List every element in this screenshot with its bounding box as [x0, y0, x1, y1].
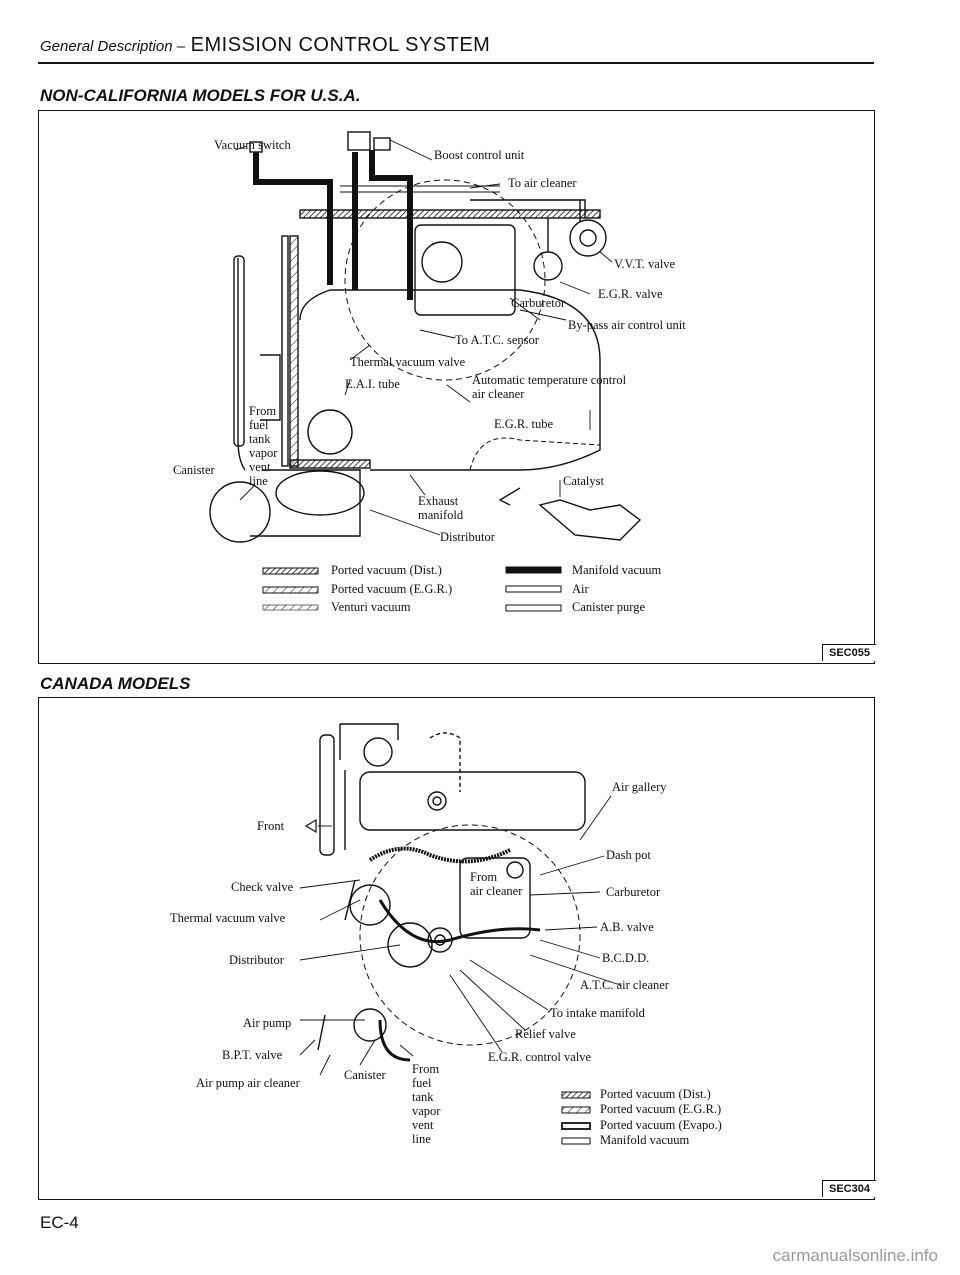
- label-vvt-valve: V.V.T. valve: [614, 257, 676, 271]
- legend2-item: Manifold vacuum: [600, 1133, 690, 1147]
- page-number: EC-4: [40, 1213, 79, 1232]
- label-air-pump: Air pump: [243, 1016, 292, 1030]
- watermark: carmanualsonline.info: [772, 1246, 938, 1265]
- legend1-item: Air: [572, 582, 589, 596]
- label-thermal-vacuum-valve-2: Thermal vacuum valve: [170, 911, 286, 925]
- label-egr-valve: E.G.R. valve: [598, 287, 663, 301]
- label-bcdd: B.C.D.D.: [602, 951, 650, 965]
- label-automatic-temp-control: Automatic temperature control: [472, 373, 627, 387]
- label-air-gallery: Air gallery: [612, 780, 667, 794]
- label-catalyst: Catalyst: [563, 474, 604, 488]
- page-header: General Description – EMISSION CONTROL S…: [40, 34, 490, 57]
- label-relief-valve: Relief valve: [515, 1027, 576, 1041]
- label-carburetor-2: Carburetor: [606, 885, 661, 899]
- diagram1-heading: NON-CALIFORNIA MODELS FOR U.S.A.: [40, 86, 361, 105]
- diagram1-panel: [38, 110, 875, 664]
- label-to-air-cleaner: To air cleaner: [508, 176, 577, 190]
- legend2-item: Ported vacuum (E.G.R.): [600, 1102, 722, 1116]
- label-check-valve: Check valve: [231, 880, 294, 894]
- label-dash-pot: Dash pot: [606, 848, 651, 862]
- label-ab-valve: A.B. valve: [600, 920, 654, 934]
- label-to-intake-manifold: To intake manifold: [550, 1006, 645, 1020]
- diagram2-code: SEC304: [822, 1180, 876, 1197]
- label-egr-control-valve: E.G.R. control valve: [488, 1050, 592, 1064]
- legend1-item: Venturi vacuum: [331, 600, 411, 614]
- label-distributor: Distributor: [440, 530, 495, 544]
- legend1-item: Ported vacuum (E.G.R.): [331, 582, 453, 596]
- label-thermal-vacuum-valve: Thermal vacuum valve: [350, 355, 466, 369]
- legend1-item: Canister purge: [572, 600, 646, 614]
- label-vacuum-switch: Vacuum switch: [214, 138, 291, 152]
- legend1-item: Manifold vacuum: [572, 563, 662, 577]
- label-bypass-air-control-unit: By-pass air control unit: [568, 318, 686, 332]
- diagram2-panel: [38, 697, 875, 1200]
- label-carburetor: Carburetor: [511, 296, 566, 310]
- legend1-item: Ported vacuum (Dist.): [331, 563, 442, 577]
- label-distributor-2: Distributor: [229, 953, 284, 967]
- header-rule: [38, 62, 874, 64]
- label-air-pump-air-cleaner: Air pump air cleaner: [196, 1076, 300, 1090]
- label-egr-tube: E.G.R. tube: [494, 417, 554, 431]
- label-canister: Canister: [173, 463, 215, 477]
- label-atc-air-cleaner: A.T.C. air cleaner: [580, 978, 669, 992]
- diagram1-code: SEC055: [822, 644, 876, 661]
- label-to-atc-sensor: To A.T.C. sensor: [455, 333, 539, 347]
- label-from-fuel-tank-2: From fuel tank vapor vent line: [412, 1062, 441, 1146]
- section-prefix: General Description –: [40, 38, 186, 55]
- label-canister-2: Canister: [344, 1068, 386, 1082]
- page-title: EMISSION CONTROL SYSTEM: [190, 34, 491, 56]
- label-bpt-valve: B.P.T. valve: [222, 1048, 283, 1062]
- legend2-item: Ported vacuum (Evapo.): [600, 1118, 722, 1132]
- legend2-item: Ported vacuum (Dist.): [600, 1087, 711, 1101]
- label-eai-tube: E.A.I. tube: [345, 377, 400, 391]
- label-from-air-cleaner: From air cleaner: [470, 870, 523, 898]
- label-from-fuel-tank: From fuel tank vapor vent line: [249, 404, 278, 488]
- label-boost-control-unit: Boost control unit: [434, 148, 525, 162]
- label-exhaust-manifold: Exhaust manifold: [418, 494, 464, 522]
- label-air-cleaner: air cleaner: [472, 387, 525, 401]
- label-front: Front: [257, 819, 285, 833]
- diagram2-heading: CANADA MODELS: [40, 674, 191, 693]
